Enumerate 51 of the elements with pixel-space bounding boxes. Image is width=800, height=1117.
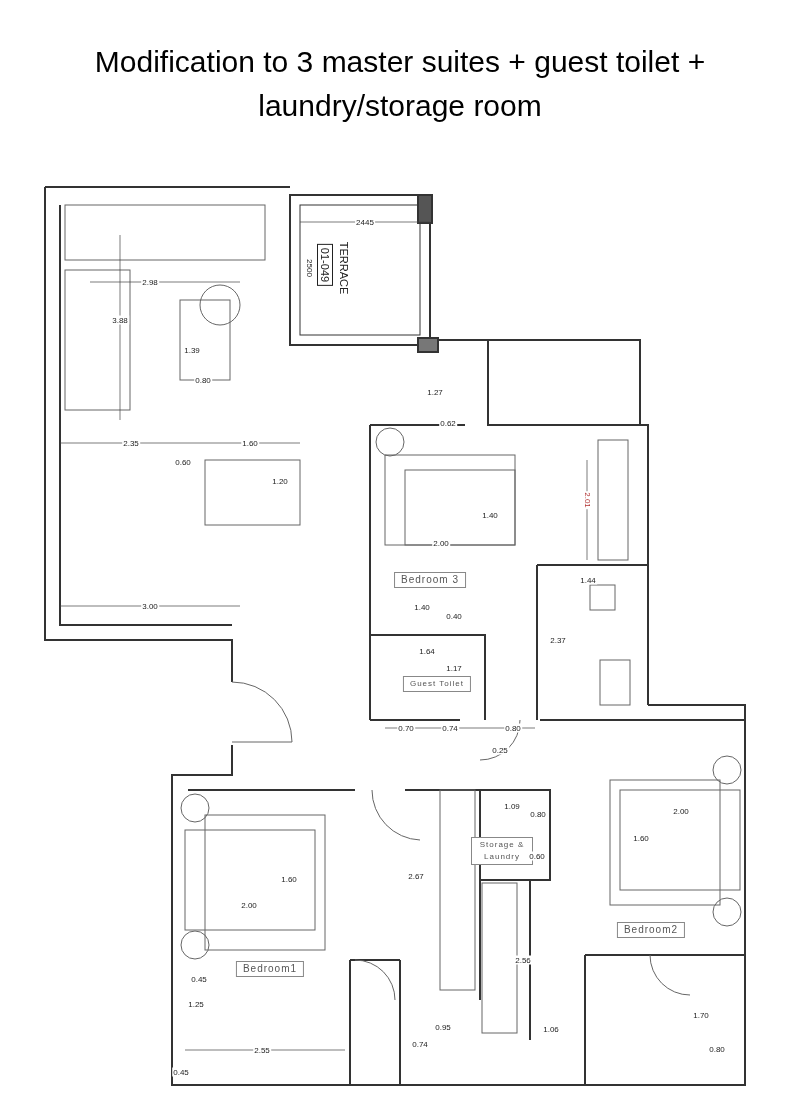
dimension-label: 0.60 <box>174 457 192 467</box>
dimension-label: 0.74 <box>411 1039 429 1049</box>
room-label: Bedroom 3 <box>394 572 466 588</box>
dimension-label: 1.64 <box>418 646 436 656</box>
dimension-label: 0.80 <box>529 809 547 819</box>
dimension-label: 1.60 <box>632 833 650 843</box>
dimension-label: 1.09 <box>503 801 521 811</box>
dimension-label: 3.88 <box>111 315 129 325</box>
dimension-label: 0.62 <box>439 418 457 428</box>
dimension-label: 1.25 <box>187 999 205 1009</box>
dimension-label: 2.37 <box>549 635 567 645</box>
title: Modification to 3 master suites + guest toilet + laundry/storage room <box>93 44 707 124</box>
dimension-label: 0.74 <box>441 723 459 733</box>
dimension-label: 1.44 <box>579 575 597 585</box>
dimension-label: 2.98 <box>141 277 159 287</box>
room-label: Guest Toilet <box>402 676 472 692</box>
dimension-label: 1.39 <box>183 345 201 355</box>
dimension-label: 1.60 <box>280 874 298 884</box>
dimension-label: 0.80 <box>504 723 522 733</box>
dimension-label: 1.27 <box>426 387 444 397</box>
dimension-label: 1.17 <box>445 663 463 673</box>
dimension-label: 1.20 <box>271 476 289 486</box>
room-label: Bedroom1 <box>235 961 305 977</box>
dimension-label: 3.00 <box>141 601 159 611</box>
dimension-label: 0.60 <box>528 851 546 861</box>
dimension-label: 0.40 <box>445 611 463 621</box>
dimension-label: 1.06 <box>542 1024 560 1034</box>
dimension-label: 0.95 <box>434 1022 452 1032</box>
dimension-label: 0.45 <box>190 974 208 984</box>
dimension-label: 2.56 <box>514 955 532 965</box>
dimension-label: 1.40 <box>413 602 431 612</box>
dimension-label: 2500 <box>304 258 314 278</box>
dimension-label: 0.70 <box>397 723 415 733</box>
dimension-label: 2.00 <box>672 806 690 816</box>
dimension-label: 0.45 <box>172 1067 190 1077</box>
dimension-label: 0.25 <box>491 745 509 755</box>
dimension-label: 2.00 <box>240 900 258 910</box>
dimension-label: 2.55 <box>253 1045 271 1055</box>
room-label: Bedroom2 <box>616 922 686 938</box>
dimension-label: 0.80 <box>708 1044 726 1054</box>
dimension-label: 2.00 <box>432 538 450 548</box>
dimension-label: 2445 <box>355 217 375 227</box>
dimension-label: 2.67 <box>407 871 425 881</box>
area-label: TERRACE <box>338 240 348 296</box>
dimension-label: 1.70 <box>692 1010 710 1020</box>
dimension-label: 0.80 <box>194 375 212 385</box>
dimension-label: 2.01 <box>582 491 592 509</box>
dimension-label: 1.40 <box>481 510 499 520</box>
dimension-label: 2.35 <box>122 438 140 448</box>
unit-number-tag: 01-049 <box>317 243 333 287</box>
dimension-label: 1.60 <box>241 438 259 448</box>
